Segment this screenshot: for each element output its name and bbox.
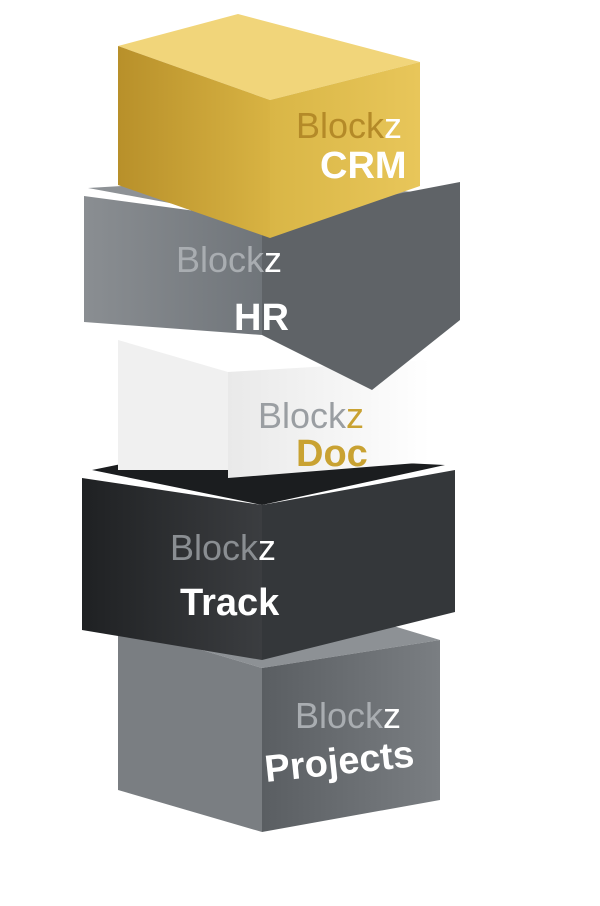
block-hr-label-product: HR [234,297,289,339]
block-hr-label-brand: Blockz [176,239,282,280]
block-projects-left [118,625,262,832]
block-track-right [262,470,455,660]
block-projects: Blockz Projects [118,598,440,832]
block-crm-right [270,62,420,238]
block-doc-left [118,340,228,470]
block-projects-front [262,640,440,832]
block-crm-label-brand: Blockz [296,105,402,146]
block-doc-label-product: Doc [296,433,368,475]
block-crm-left [118,46,270,238]
block-crm: Blockz CRM [118,14,420,238]
block-doc-label-brand: Blockz [258,395,364,436]
block-hr: Blockz HR [84,178,460,390]
block-projects-label-brand: Blockz [295,695,401,736]
block-crm-top [118,14,420,100]
block-track-label-brand: Blockz [170,527,276,568]
block-hr-right [262,182,460,390]
block-doc-front [228,360,430,478]
block-crm-label-product: CRM [320,145,407,187]
block-track-left [82,478,262,660]
block-track-label-product: Track [180,582,280,624]
block-hr-front [84,196,262,335]
